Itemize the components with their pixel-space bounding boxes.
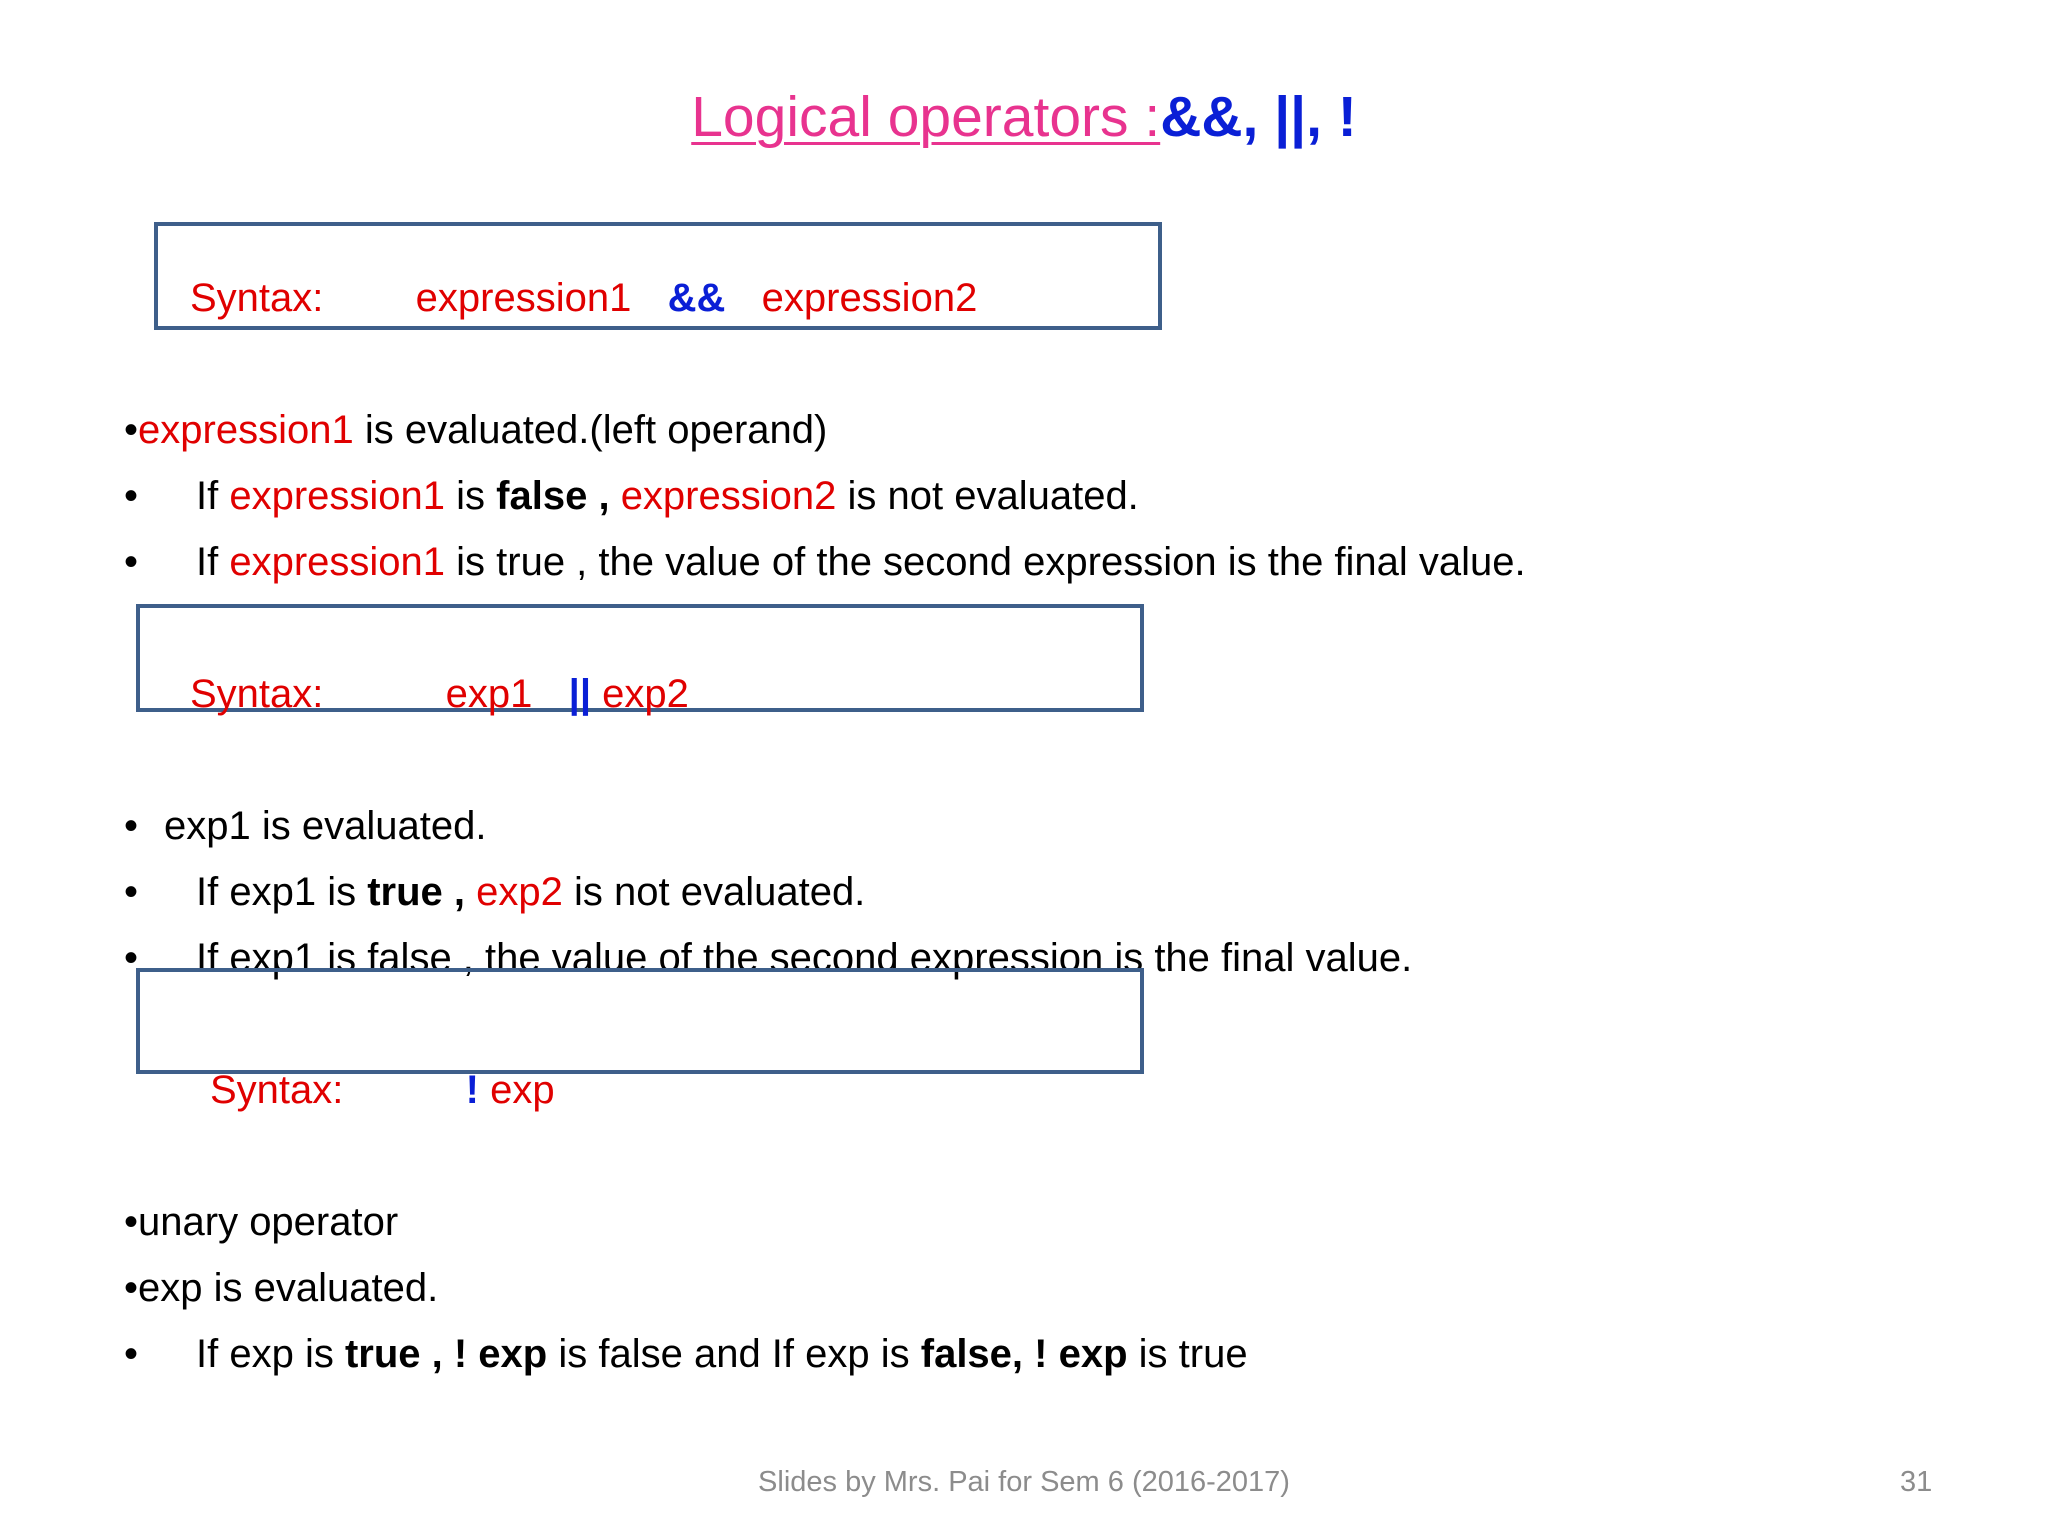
and-syntax-box <box>154 222 1162 330</box>
footer-credit: Slides by Mrs. Pai for Sem 6 (2016-2017) <box>758 1466 1290 1498</box>
bullet-marker: • <box>124 1200 139 1244</box>
or-bullet-1: exp1 is evaluated. <box>164 804 487 848</box>
not-syntax-box <box>136 968 1144 1074</box>
title-main: Logical operators : <box>691 85 1161 149</box>
or-bullet-2: If exp1 is true , exp2 is not evaluated. <box>196 870 866 914</box>
and-syntax-label: Syntax: <box>190 276 324 320</box>
and-operator: && <box>667 276 726 320</box>
bullet-marker: • <box>124 408 139 452</box>
bullet-marker: • <box>124 804 139 848</box>
bullet-marker: • <box>124 936 139 980</box>
and-syntax-right: expression2 <box>761 276 978 320</box>
not-syntax-right: exp <box>490 1068 555 1112</box>
or-operator: || <box>568 672 592 716</box>
or-syntax-box <box>136 604 1144 712</box>
page-number: 31 <box>1900 1466 1933 1498</box>
or-syntax-line: Syntax: exp1 || exp2 <box>190 670 689 718</box>
not-bullet-1: •unary operator <box>124 1200 399 1244</box>
bullet-marker: • <box>124 1266 139 1310</box>
slide-title: Logical operators :&&, ||, ! <box>0 82 2048 152</box>
not-syntax-label: Syntax: <box>210 1068 344 1112</box>
not-bullet-2: •exp is evaluated. <box>124 1266 439 1310</box>
or-syntax-left: exp1 <box>445 672 533 716</box>
bullet-marker: • <box>124 1332 139 1376</box>
and-syntax-left: expression1 <box>415 276 632 320</box>
bullet-marker: • <box>124 474 139 518</box>
bullet-marker: • <box>124 540 139 584</box>
and-bullet-2: If expression1 is false , expression2 is… <box>196 474 1139 518</box>
and-syntax-line: Syntax: expression1 && expression2 <box>190 274 977 322</box>
and-bullet-1: •expression1 is evaluated.(left operand) <box>124 408 828 452</box>
and-bullet-3: If expression1 is true , the value of th… <box>196 540 1526 584</box>
or-syntax-right: exp2 <box>602 672 689 716</box>
not-operator: ! <box>465 1068 479 1112</box>
title-operators: &&, ||, ! <box>1160 85 1357 149</box>
not-syntax-line: Syntax: ! exp <box>210 1066 555 1114</box>
not-bullet-3: If exp is true , ! exp is false and If e… <box>196 1332 1248 1376</box>
bullet-marker: • <box>124 870 139 914</box>
or-syntax-label: Syntax: <box>190 672 324 716</box>
or-bullet-3: If exp1 is false , the value of the seco… <box>196 936 1413 980</box>
